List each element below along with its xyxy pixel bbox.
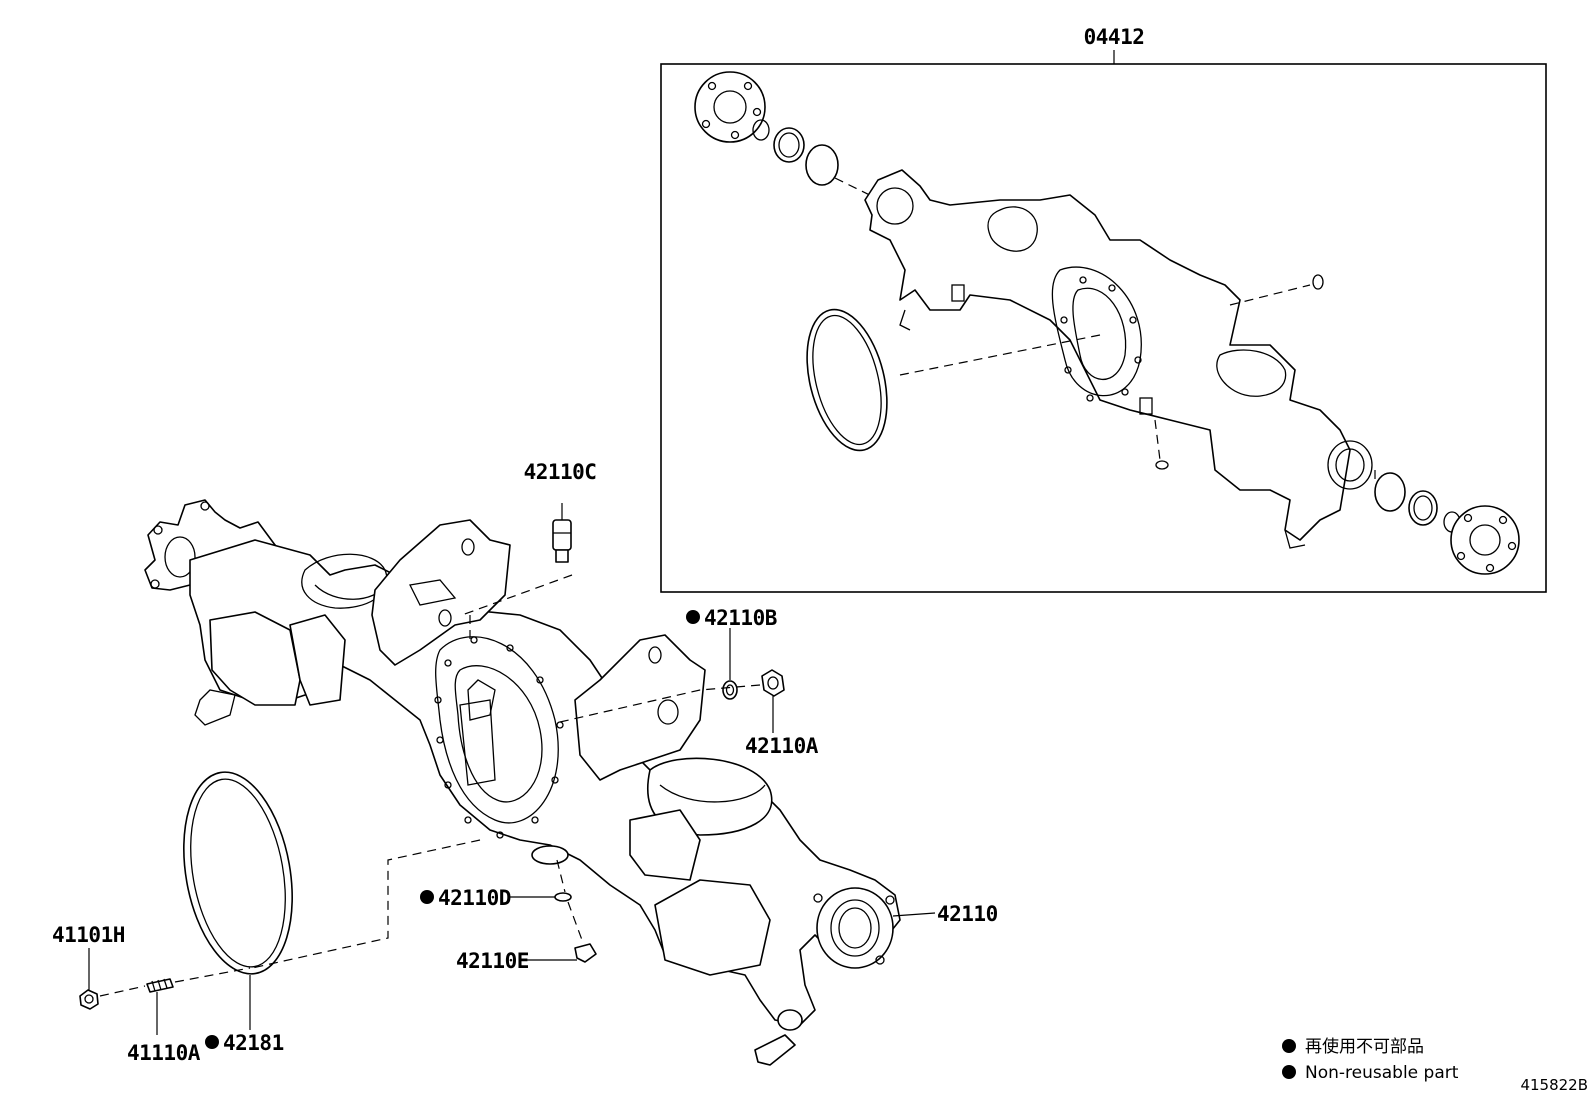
inset-snap-ring-left: [752, 119, 770, 141]
label-42110D[interactable]: 42110D: [438, 886, 511, 910]
diagram-code: 415822B: [1520, 1076, 1588, 1094]
non-reusable-marker-42110D: [420, 890, 434, 904]
label-42110A[interactable]: 42110A: [745, 734, 819, 758]
inset-seal-right: [1408, 490, 1438, 526]
inset-o-ring-right: [1374, 472, 1406, 512]
right-upper-bracket: [574, 634, 706, 781]
label-42110C[interactable]: 42110C: [524, 460, 597, 484]
inset-breather: [1312, 274, 1324, 290]
inset-frame: [660, 63, 1547, 593]
assembly-inset: 04412: [660, 25, 1547, 593]
stud-bolt-41110A: [146, 978, 174, 1035]
left-lower-bracket: [209, 611, 301, 706]
right-hub-flange: [816, 887, 894, 969]
filler-plug-42110A: [761, 669, 785, 733]
label-42110[interactable]: 42110: [937, 902, 998, 926]
main-axle-housing: [144, 499, 901, 1066]
inset-seal-left: [773, 127, 805, 163]
right-lower-bracket: [654, 879, 771, 976]
non-reusable-marker-42181: [205, 1035, 219, 1049]
inset-gasket: [806, 308, 888, 452]
label-42110B[interactable]: 42110B: [704, 606, 777, 630]
gasket-42110B: [722, 628, 738, 700]
label-41101H[interactable]: 41101H: [52, 923, 125, 947]
label-42110E[interactable]: 42110E: [456, 949, 529, 973]
inset-drain-plug: [1155, 460, 1169, 470]
legend-japanese: 再使用不可部品: [1305, 1036, 1424, 1057]
legend-dot-english: [1282, 1065, 1296, 1079]
legend-dot-japanese: [1282, 1039, 1296, 1053]
nut-41101H: [79, 948, 99, 1010]
breather-plug-42110C: [552, 503, 572, 563]
legend: 再使用不可部品 Non-reusable part: [1282, 1036, 1459, 1083]
inset-left-flange: [694, 71, 766, 143]
legend-english: Non-reusable part: [1305, 1063, 1459, 1083]
upper-link-bracket: [371, 519, 511, 666]
drain-plug-42110E: [524, 943, 597, 963]
non-reusable-marker-42110B: [686, 610, 700, 624]
inset-o-ring-left: [805, 144, 839, 186]
inset-axle-housing: [864, 169, 1373, 549]
gasket-42181: [183, 771, 293, 1030]
label-42181[interactable]: 42181: [223, 1031, 284, 1055]
label-04412[interactable]: 04412: [1084, 25, 1145, 49]
gasket-42110D: [508, 892, 572, 902]
inset-right-flange: [1450, 505, 1520, 575]
label-41110A[interactable]: 41110A: [127, 1041, 201, 1065]
